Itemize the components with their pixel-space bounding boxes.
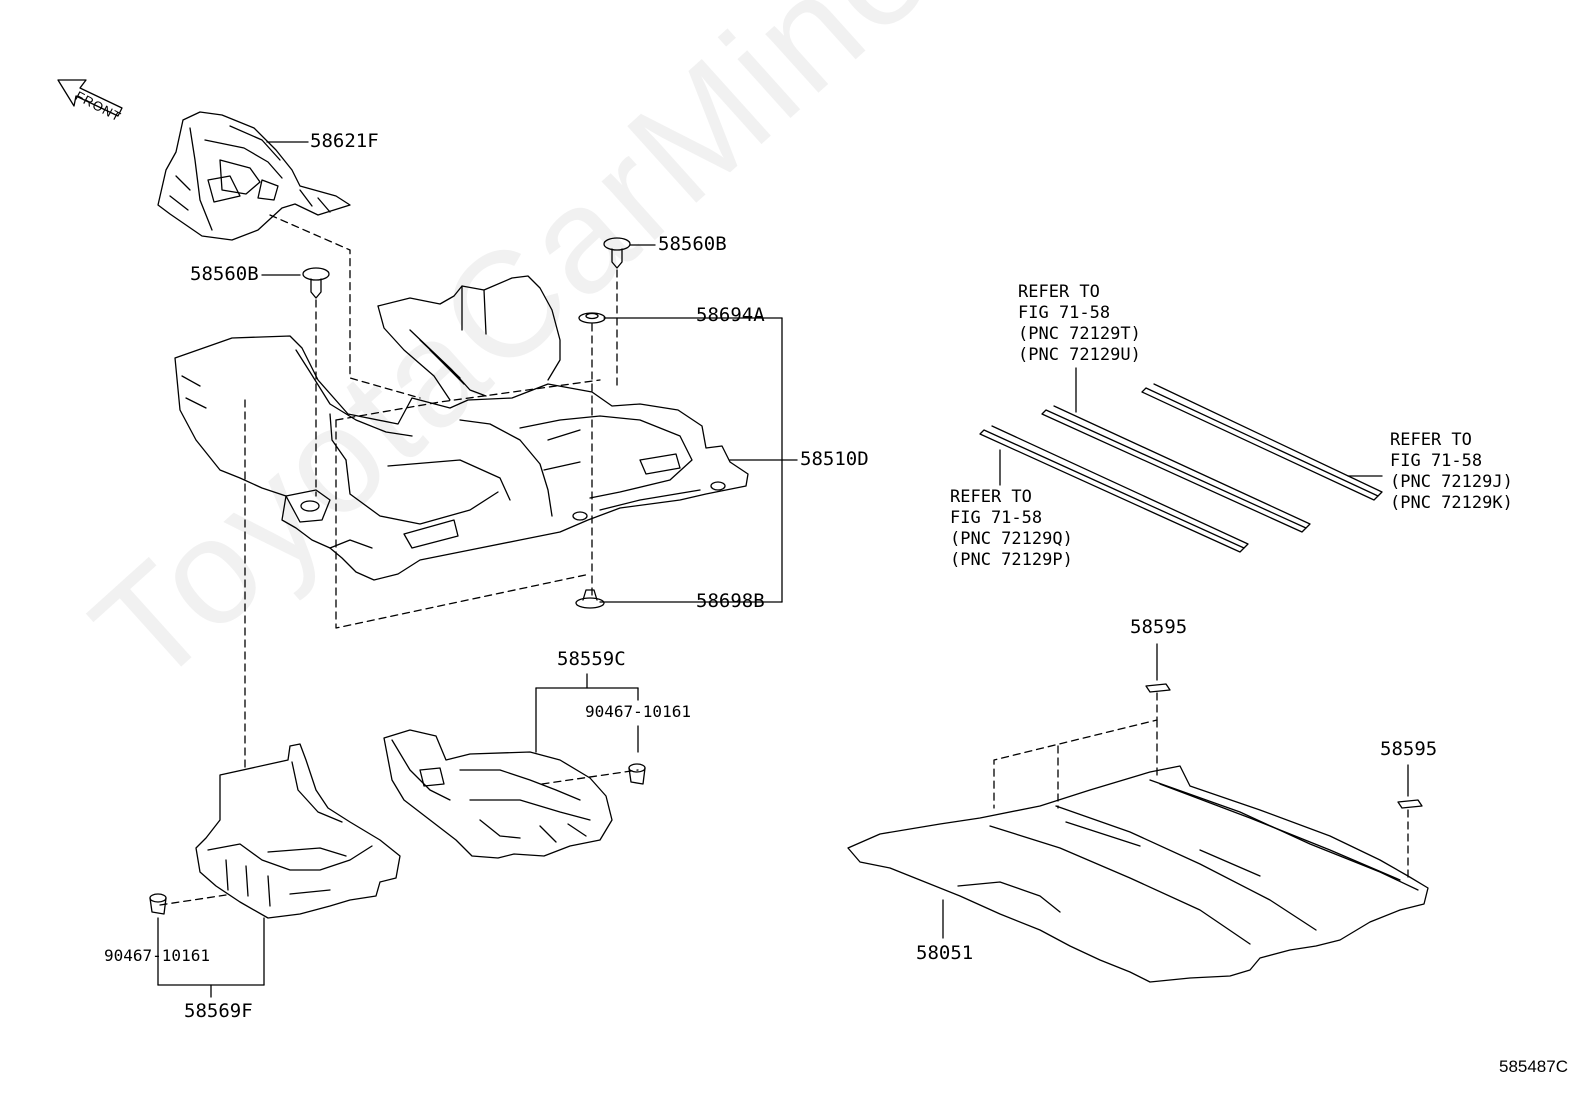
- part-label[interactable]: 58051: [916, 942, 974, 964]
- clip-part: [302, 267, 330, 299]
- diagram-id: 585487C: [1498, 1057, 1568, 1076]
- front-arrow-icon: [57, 79, 123, 117]
- reference-line: (PNC 72129J): [1390, 472, 1513, 492]
- reference-line: (PNC 72129U): [1018, 345, 1141, 365]
- part-label[interactable]: 58560B: [658, 233, 727, 255]
- reference-line: FIG 71-58: [950, 508, 1043, 528]
- part-label[interactable]: 58694A: [696, 304, 765, 326]
- guide-dashed-lines: [159, 214, 1409, 906]
- front-insulator-part: [157, 111, 351, 241]
- part-label[interactable]: 58595: [1130, 616, 1188, 638]
- part-label[interactable]: 90467-10161: [585, 702, 691, 721]
- part-label[interactable]: 58698B: [696, 590, 765, 612]
- reference-note: REFER TO FIG 71-58 (PNC 72129Q) (PNC 721…: [950, 487, 1073, 571]
- clip-58595-part: [1145, 683, 1171, 693]
- reference-line: FIG 71-58: [1018, 303, 1111, 323]
- part-label[interactable]: 58621F: [310, 130, 379, 152]
- part-label[interactable]: 58595: [1380, 738, 1438, 760]
- rear-insulator-right-part: [383, 729, 646, 859]
- rear-floor-carpet-part: [847, 765, 1429, 983]
- part-label[interactable]: 58569F: [184, 1000, 253, 1022]
- reference-note: REFER TO FIG 71-58 (PNC 72129J) (PNC 721…: [1390, 430, 1513, 514]
- part-label[interactable]: 90467-10161: [104, 946, 210, 965]
- part-label[interactable]: 58510D: [800, 448, 869, 470]
- reference-line: REFER TO: [1018, 282, 1100, 302]
- reference-line: (PNC 72129K): [1390, 493, 1513, 513]
- reference-line: REFER TO: [950, 487, 1032, 507]
- part-label[interactable]: 58560B: [190, 263, 259, 285]
- reference-line: (PNC 72129P): [950, 550, 1073, 570]
- clip-58595-part: [1397, 799, 1423, 809]
- grommet-part: [575, 589, 605, 609]
- grommet-part: [578, 312, 606, 324]
- clip-part: [603, 237, 631, 269]
- rear-insulator-left-part: [149, 743, 401, 919]
- floor-carpet-part: [174, 275, 749, 581]
- part-label[interactable]: 58559C: [557, 648, 626, 670]
- reference-line: REFER TO: [1390, 430, 1472, 450]
- reference-line: (PNC 72129T): [1018, 324, 1141, 344]
- reference-note: REFER TO FIG 71-58 (PNC 72129T) (PNC 721…: [1018, 282, 1141, 366]
- reference-line: (PNC 72129Q): [950, 529, 1073, 549]
- scuff-strip-part: [979, 383, 1383, 553]
- reference-line: FIG 71-58: [1390, 451, 1483, 471]
